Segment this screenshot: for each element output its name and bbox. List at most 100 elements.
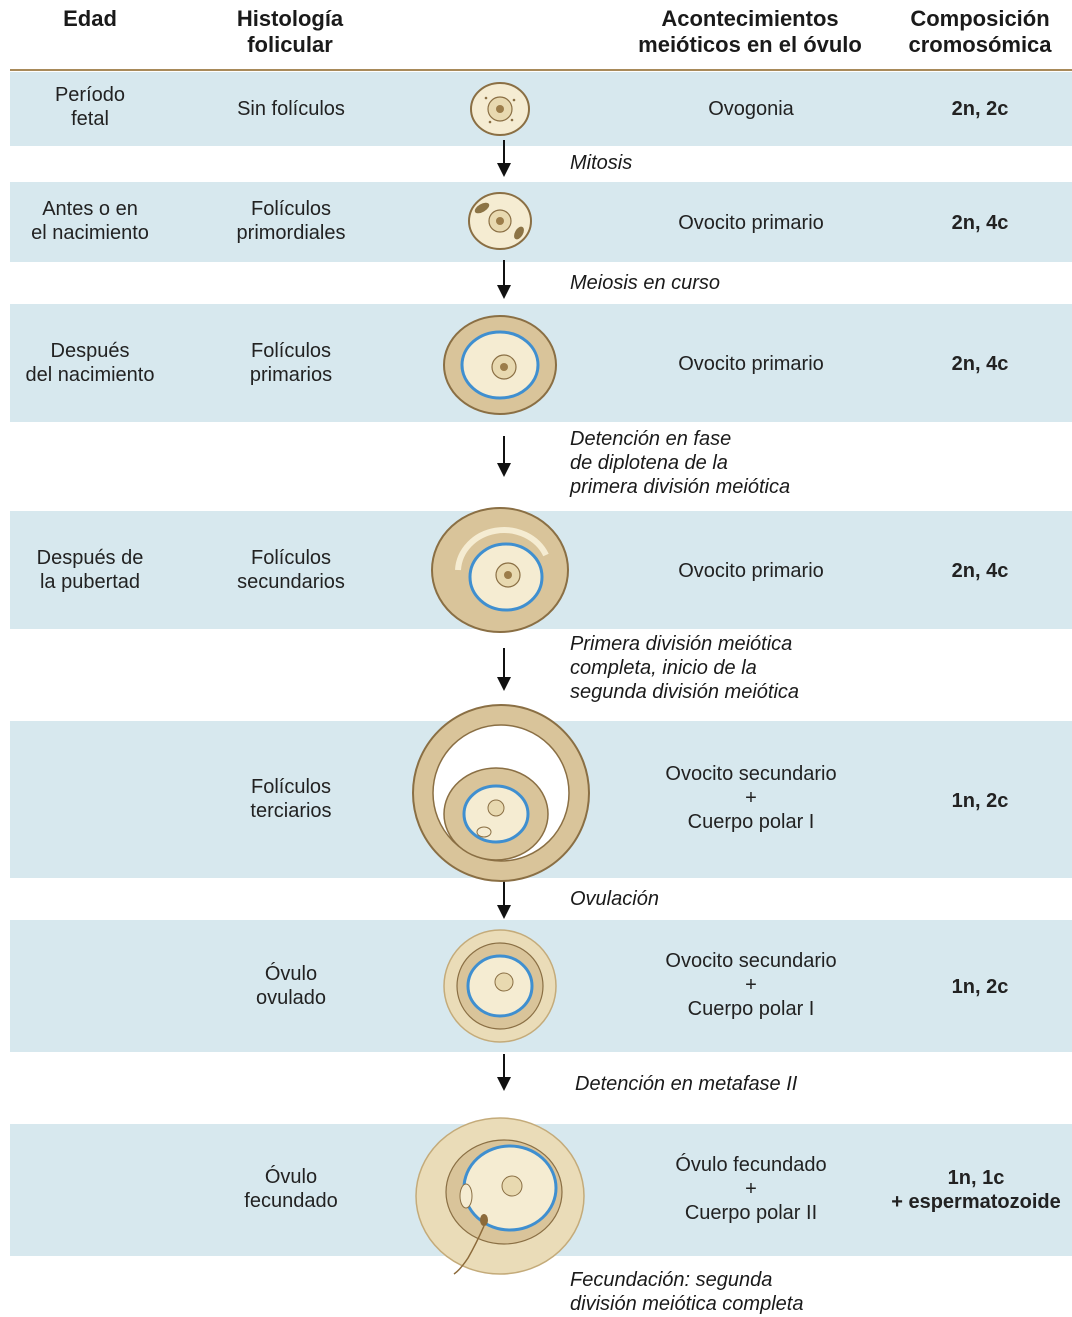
chromosome-line1: 2n, 4c [951,353,1009,375]
event-label: Ovulación [570,888,659,910]
histology-line2: primordiales [236,222,346,244]
header-divider [10,69,1072,71]
cell-type-line2: + [745,1178,757,1200]
flow-arrow [503,436,505,464]
cell-type-cell: Ovocito primario [620,211,882,235]
arrow-head-icon [497,677,511,691]
chromosome-cell: 1n, 1c + espermatozoide [880,1166,1072,1214]
header-chromosome: Composición cromosómica [890,6,1070,58]
chromosome-line1: 1n, 2c [951,790,1009,812]
primordial-follicle-illustration [468,192,532,250]
cell-type-cell: Óvulo fecundado + Cuerpo polar II [620,1153,882,1225]
chromosome-cell: 2n, 2c [890,97,1070,121]
stage-row-fetal [10,72,1072,146]
histology-cell: Sin folículos [200,97,382,121]
stage-row-birth [10,182,1072,262]
histology-cell: Óvulo ovulado [200,962,382,1010]
event-label: Fecundación: segunda división meiótica c… [570,1269,804,1315]
chromosome-cell: 2n, 4c [890,352,1070,376]
header-age-label: Edad [63,6,117,31]
event-label: Detención en fase de diplotena de la pri… [570,428,791,498]
age-line1: Antes o en [42,198,138,220]
chromosome-line1: 1n, 2c [951,976,1009,998]
chromosome-line2: + espermatozoide [891,1191,1061,1213]
ovulated-oocyte-illustration [443,929,557,1043]
primary-follicle-illustration [443,315,557,415]
age-line2: el nacimiento [31,222,149,244]
age-cell: Antes o en el nacimiento [10,197,170,245]
fertilized-egg-illustration [415,1117,585,1275]
histology-cell: Óvulo fecundado [200,1165,382,1213]
header-events: Acontecimientos meióticos en el óvulo [610,6,890,58]
age-cell: Período fetal [10,83,170,131]
histology-cell: Folículos primordiales [200,197,382,245]
histology-line2: fecundado [244,1190,338,1212]
histology-line2: ovulado [255,987,327,1009]
header-events-line2: meióticos en el óvulo [638,32,862,57]
cell-type-line1: Ovocito primario [678,353,824,375]
header-age: Edad [30,6,150,32]
event-label: Mitosis [570,152,633,174]
header-histology-line1: Histología [236,6,344,31]
cell-type-line3: Cuerpo polar I [687,998,815,1020]
chromosome-line1: 2n, 4c [951,212,1009,234]
arrow-head-icon [497,463,511,477]
flow-arrow [503,1054,505,1078]
age-cell: Después de la pubertad [10,546,170,594]
cell-type-cell: Ovocito primario [620,352,882,376]
cell-type-line1: Ovocito secundario [665,950,837,972]
cell-type-line1: Ovocito secundario [665,763,837,785]
header-events-line1: Acontecimientos [661,6,839,31]
age-cell: Después del nacimiento [10,339,170,387]
histology-line1: Folículos [250,547,332,569]
flow-arrow [503,648,505,678]
chromosome-cell: 1n, 2c [890,789,1070,813]
age-line2: la pubertad [39,571,141,593]
header-histology: Histología folicular [200,6,380,58]
cell-type-cell: Ovogonia [620,97,882,121]
arrow-head-icon [497,1077,511,1091]
cell-type-cell: Ovocito secundario + Cuerpo polar I [620,949,882,1021]
flow-arrow [503,878,505,906]
cell-type-line1: Ovocito primario [678,560,824,582]
cell-type-cell: Ovocito secundario + Cuerpo polar I [620,762,882,834]
cell-type-line1: Ovogonia [708,98,794,120]
event-label: Detención en metafase II [575,1073,798,1095]
age-line2: del nacimiento [25,364,155,386]
arrow-head-icon [497,905,511,919]
cell-type-line3: Cuerpo polar I [687,811,815,833]
event-label: Primera división meiótica completa, inic… [570,633,800,703]
age-line1: Después [50,340,130,362]
event-label: Meiosis en curso [570,272,721,294]
histology-cell: Folículos primarios [200,339,382,387]
arrow-head-icon [497,163,511,177]
histology-cell: Folículos secundarios [200,546,382,594]
age-line1: Después de [36,547,144,569]
histology-cell: Folículos terciarios [200,775,382,823]
cell-type-line1: Ovocito primario [678,212,824,234]
cell-type-line1: Óvulo fecundado [675,1154,827,1176]
chromosome-line1: 2n, 2c [951,98,1009,120]
header-histology-line2: folicular [247,32,333,57]
header-chromosome-line1: Composición [910,6,1050,31]
histology-line1: Folículos [250,340,332,362]
histology-line1: Óvulo [264,1166,318,1188]
cell-type-cell: Ovocito primario [620,559,882,583]
cell-type-line2: + [745,787,757,809]
cell-type-line2: + [745,974,757,996]
header-chromosome-line2: cromosómica [908,32,1052,57]
chromosome-line1: 1n, 1c [947,1167,1005,1189]
histology-line1: Sin folículos [237,98,345,120]
cell-type-line3: Cuerpo polar II [684,1202,818,1224]
tertiary-follicle-illustration [412,704,590,882]
chromosome-line1: 2n, 4c [951,560,1009,582]
flow-arrow [503,140,505,164]
chromosome-cell: 2n, 4c [890,559,1070,583]
chromosome-cell: 2n, 4c [890,211,1070,235]
arrow-head-icon [497,285,511,299]
age-line2: fetal [71,108,109,130]
flow-arrow [503,260,505,286]
histology-line2: terciarios [250,800,332,822]
chromosome-cell: 1n, 2c [890,975,1070,999]
secondary-follicle-illustration [431,507,569,633]
